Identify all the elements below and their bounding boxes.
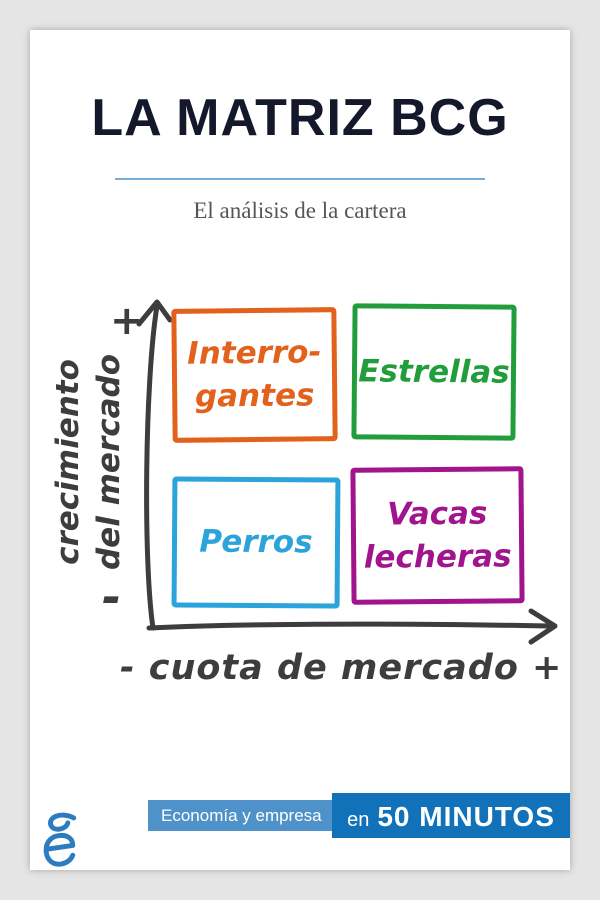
publisher-logo-top-curl xyxy=(48,812,77,832)
quadrant-vacas-label-line2: lecheras xyxy=(363,537,512,576)
quadrant-vacas-lecheras: Vacas lecheras xyxy=(350,466,525,605)
category-badge: Economía y empresa xyxy=(148,800,335,831)
title-divider xyxy=(115,178,485,180)
brand-name: 50 MINUTOS xyxy=(377,801,555,832)
y-axis-minus-sign: - xyxy=(102,570,122,624)
y-axis-label-line1: crecimiento xyxy=(50,359,86,565)
book-cover: LA MATRIZ BCG El análisis de la cartera … xyxy=(30,30,570,870)
x-axis-line xyxy=(146,621,553,631)
bcg-matrix: + crecimiento del mercado - Interro- gan… xyxy=(30,270,570,750)
quadrant-interrogantes: Interro- gantes xyxy=(171,307,338,443)
brand-badge: en 50 MINUTOS xyxy=(332,793,570,838)
y-axis-arrowhead-icon xyxy=(136,299,173,327)
cover-title: LA MATRIZ BCG xyxy=(91,89,509,147)
quadrant-estrellas: Estrellas xyxy=(351,303,517,441)
y-axis-plus-sign: + xyxy=(110,298,144,344)
quadrant-estrellas-label-line1: Estrellas xyxy=(358,352,510,391)
quadrant-perros: Perros xyxy=(171,476,341,609)
cover-subtitle: El análisis de la cartera xyxy=(193,198,407,223)
x-axis-arrowhead-icon xyxy=(528,608,558,645)
publisher-logo-e-shape xyxy=(43,832,76,867)
quadrant-interrogantes-label-line2: gantes xyxy=(194,377,315,415)
quadrant-interrogantes-label-line1: Interro- xyxy=(186,334,322,372)
x-axis-label: - cuota de mercado + xyxy=(120,648,563,688)
brand-prefix: en xyxy=(347,809,370,831)
quadrant-perros-label-line1: Perros xyxy=(199,523,313,561)
quadrant-vacas-label-line1: Vacas xyxy=(387,495,488,532)
matrix-axes xyxy=(136,299,558,645)
publisher-logo-icon xyxy=(43,812,77,867)
y-axis-line xyxy=(144,303,160,631)
